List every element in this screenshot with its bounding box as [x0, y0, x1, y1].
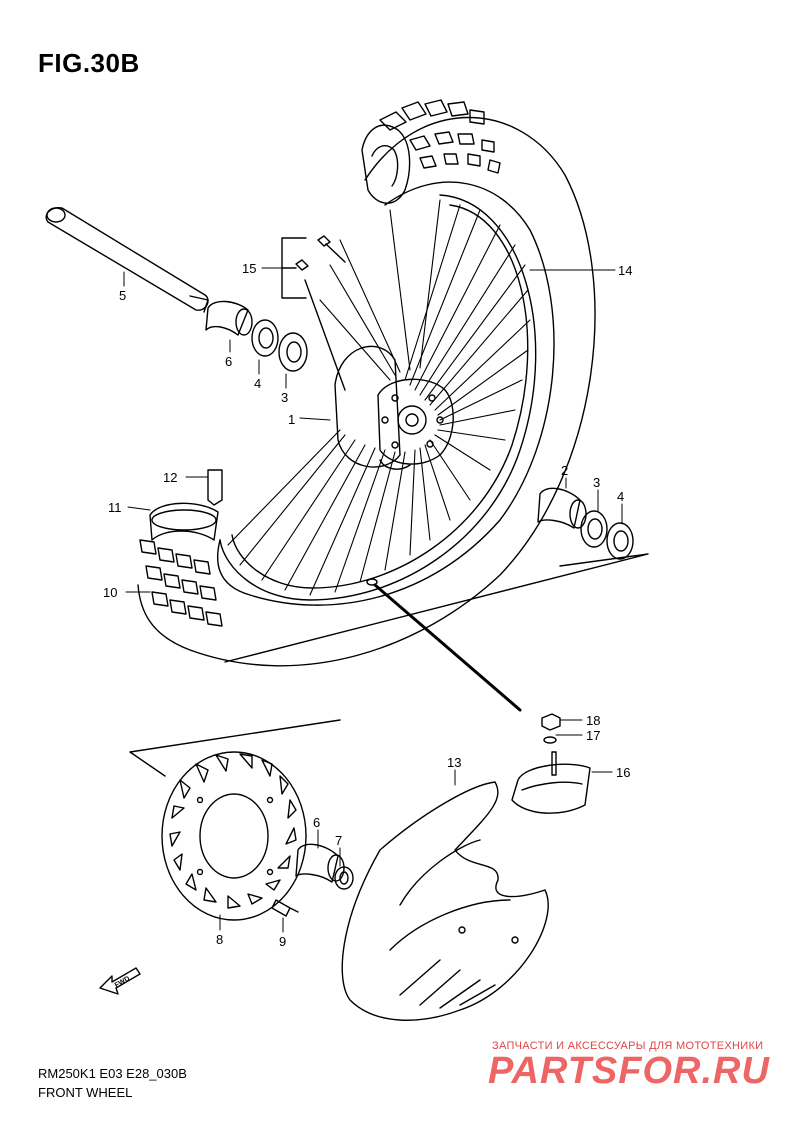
model-code: RM250K1 E03 E28_030B — [38, 1066, 187, 1081]
tire — [137, 99, 596, 667]
callout-12: 12 — [163, 470, 177, 485]
hub — [334, 345, 454, 470]
callout-17: 18 — [586, 713, 600, 728]
plane-line-lower — [129, 719, 341, 777]
figure-title: FIG.30B — [38, 48, 140, 78]
valve-pointer — [373, 583, 522, 712]
watermark-logo: PARTSFOR.RU — [488, 1050, 770, 1092]
oil-seal-right — [606, 522, 634, 560]
nut-washer — [541, 713, 561, 744]
fwd-arrow — [99, 967, 141, 995]
leader-lines — [123, 267, 623, 933]
bearing-left — [278, 332, 308, 372]
callout-3a: 3 — [281, 390, 288, 405]
callout-18: 13 — [447, 755, 461, 770]
rim-lock-body — [511, 751, 591, 814]
dust-seal — [334, 866, 354, 890]
callout-13: 14 — [618, 263, 632, 278]
callout-14: 15 — [242, 261, 256, 276]
spokes — [227, 199, 531, 596]
callout-16: 17 — [586, 728, 600, 743]
spacer-right — [537, 487, 587, 529]
callout-7: 7 — [335, 833, 342, 848]
disc-cover — [341, 781, 549, 1021]
section-name: FRONT WHEEL — [38, 1085, 133, 1100]
callout-9: 9 — [279, 934, 286, 949]
brake-disc — [161, 751, 307, 921]
oil-seal-left — [251, 319, 279, 357]
bearing-right — [580, 510, 608, 548]
callout-6b: 6 — [313, 815, 320, 830]
callout-5: 5 — [119, 288, 126, 303]
callout-10: 10 — [103, 585, 117, 600]
collar-left — [205, 300, 253, 336]
callout-1: 1 — [288, 412, 295, 427]
front-axle — [45, 207, 209, 313]
disc-bolt — [271, 899, 299, 917]
rim-tape — [149, 502, 219, 541]
fwd-label: FWD — [114, 975, 131, 989]
callout-4b: 4 — [617, 489, 624, 504]
spoke-set — [281, 235, 346, 391]
callout-4a: 4 — [254, 376, 261, 391]
callout-2: 2 — [561, 463, 568, 478]
callout-3b: 3 — [593, 475, 600, 490]
callout-15: 16 — [616, 765, 630, 780]
callout-8: 8 — [216, 932, 223, 947]
collar-right — [295, 843, 345, 883]
plane-line-upper — [224, 553, 649, 663]
watermark-tagline: ЗАПЧАСТИ И АКСЕССУАРЫ ДЛЯ МОТОТЕХНИКИ — [492, 1040, 764, 1052]
callout-6a: 6 — [225, 354, 232, 369]
callout-11: 11 — [108, 500, 122, 515]
rim — [219, 194, 537, 601]
rim-lock — [207, 469, 223, 506]
